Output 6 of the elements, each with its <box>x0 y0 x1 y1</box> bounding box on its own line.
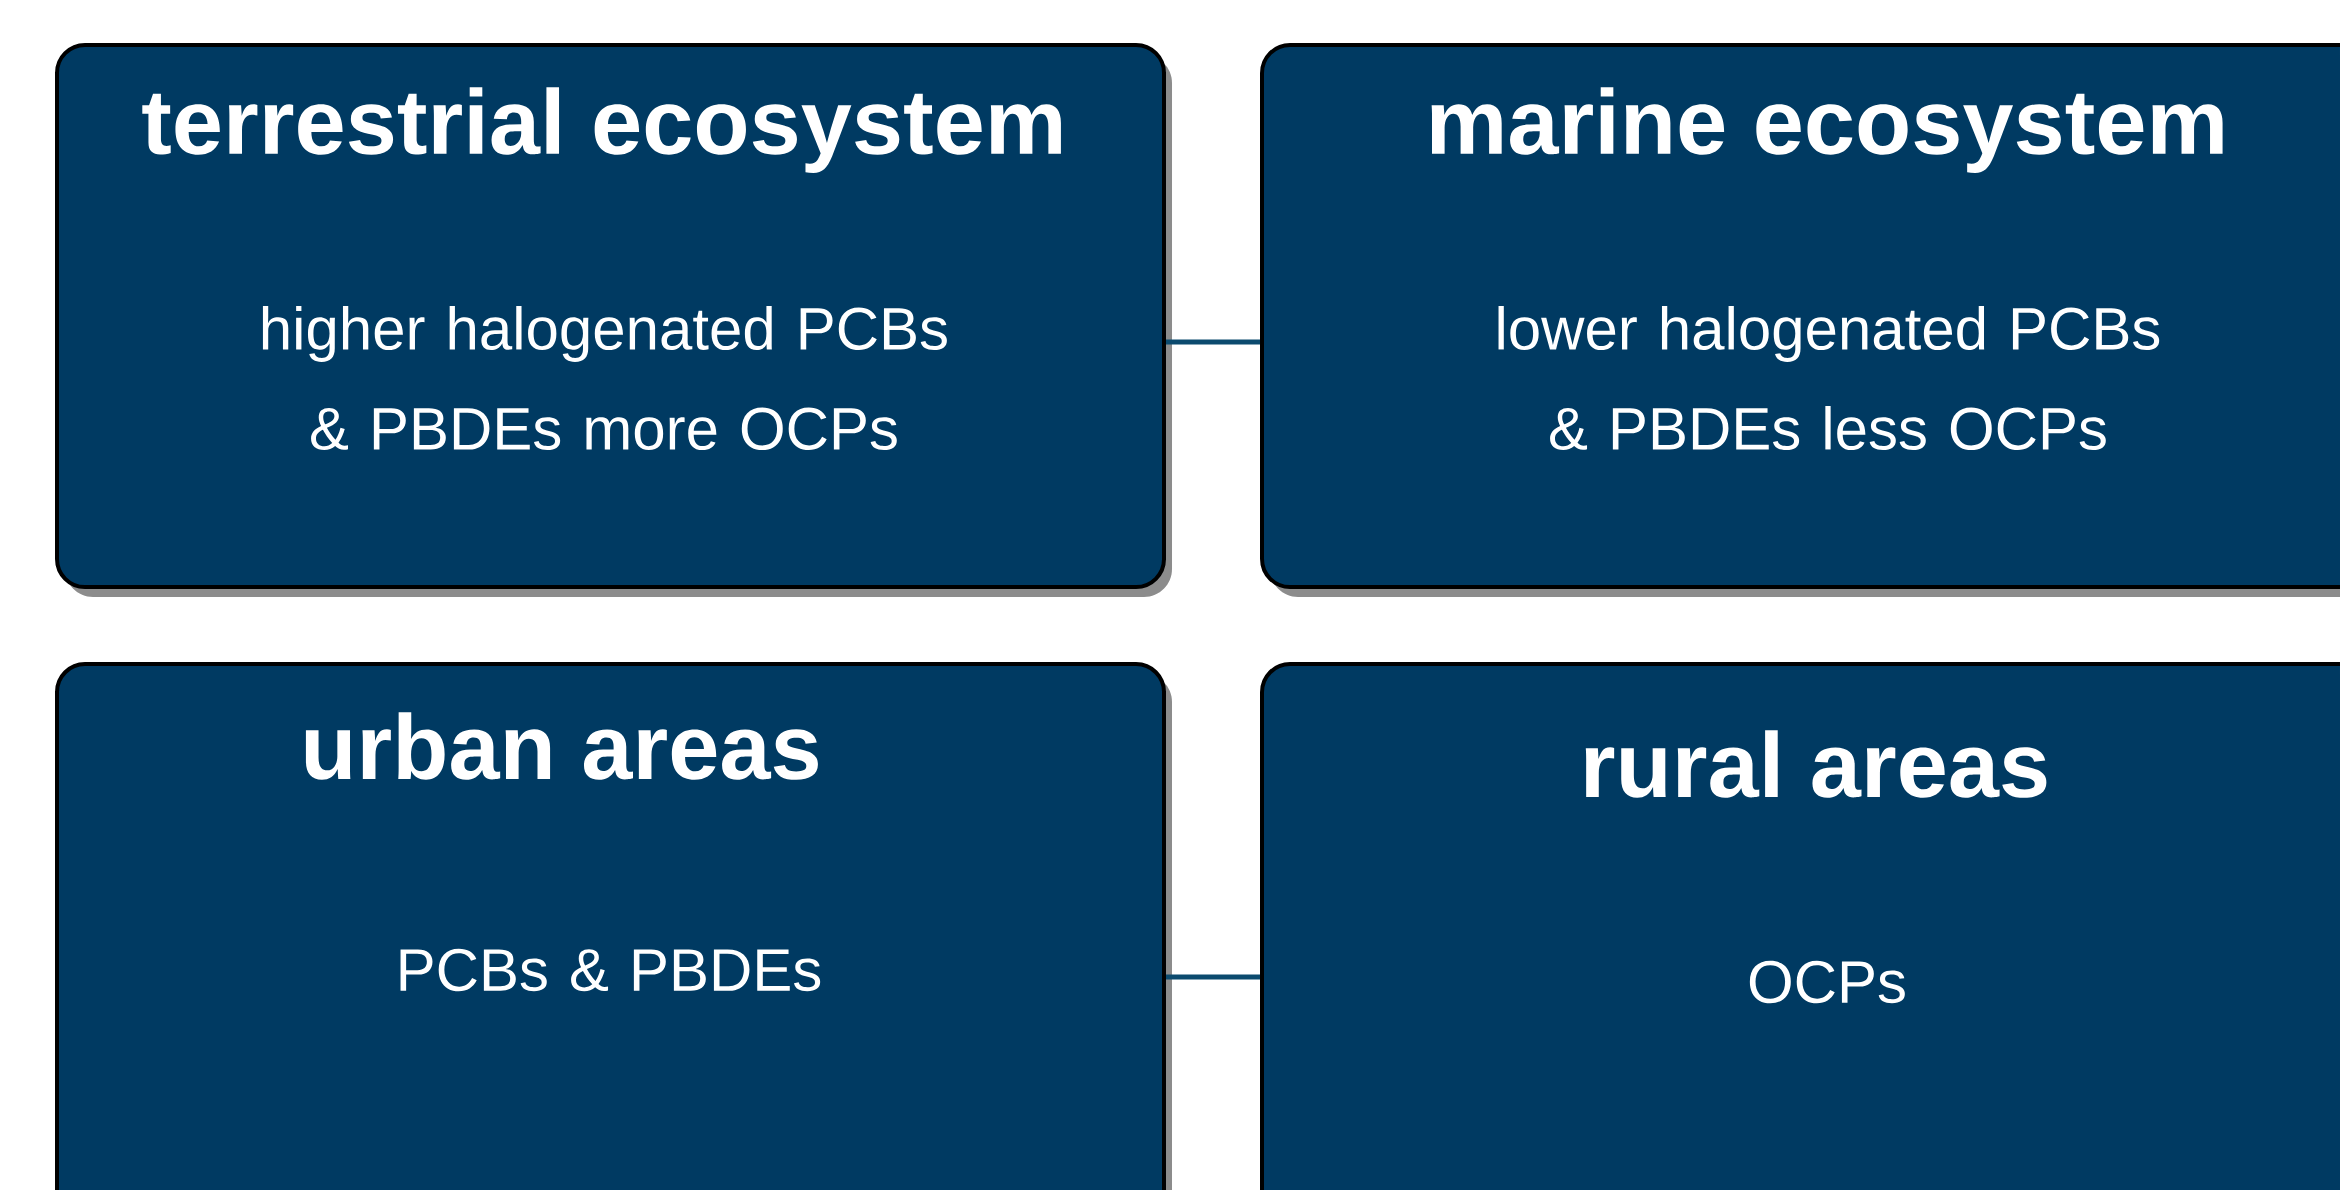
connector-line <box>1166 339 1260 345</box>
ecosystem-box: rural areas OCPs <box>1260 662 2340 1190</box>
ecosystem-box: terrestrial ecosystem higher halogenated PCBs & PBDEs more OCPs <box>55 43 1172 597</box>
connector-line <box>1166 974 1260 980</box>
ecosystem-box: marine ecosystem lower halogenated PCBs & PBDEs less OCPs <box>1260 43 2340 597</box>
ecosystem-box: urban areas PCBs & PBDEs <box>55 662 1172 1190</box>
